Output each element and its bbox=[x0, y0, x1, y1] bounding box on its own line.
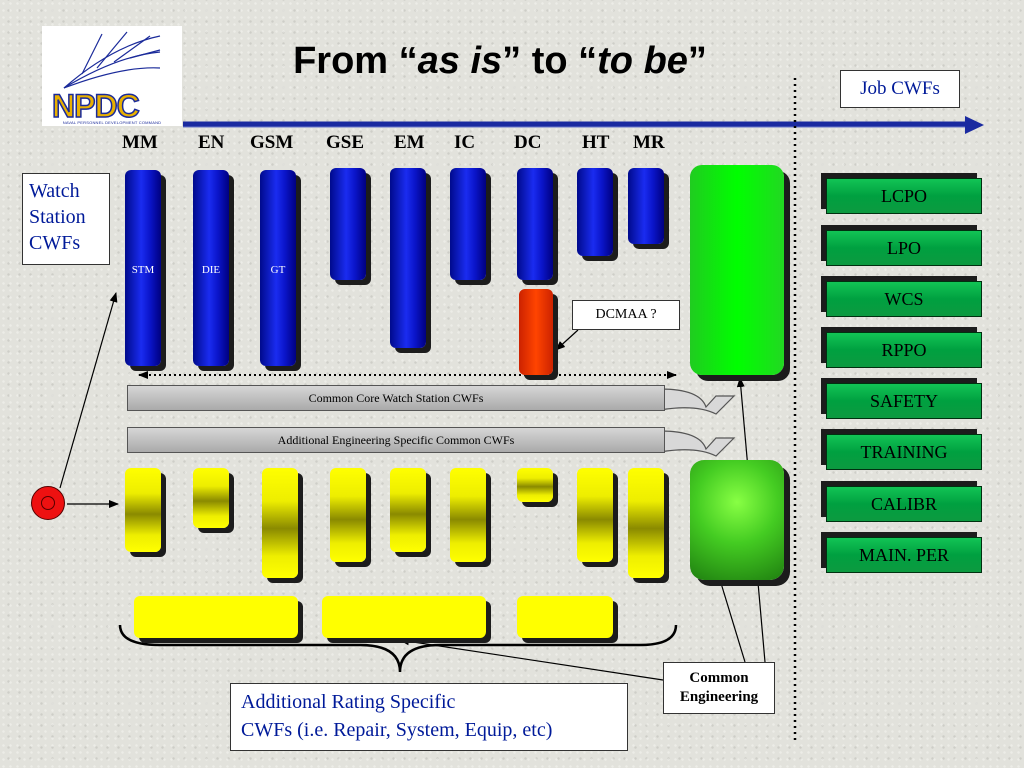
job-cwfs-label: Job CWFs bbox=[840, 70, 960, 108]
gsm-column bbox=[260, 170, 296, 366]
common-engineering-line: Common bbox=[689, 670, 749, 686]
title-as-is: as is bbox=[417, 40, 503, 82]
ht-column bbox=[577, 168, 613, 256]
dc-column bbox=[517, 168, 553, 280]
common-engineering-label: Common Engineering bbox=[663, 662, 775, 714]
start-circle-inner bbox=[41, 496, 55, 510]
logo-text: NPDC bbox=[51, 87, 140, 125]
additional-rating-label: Additional Rating Specific CWFs (i.e. Re… bbox=[230, 683, 628, 751]
watch-station-line: Watch bbox=[29, 180, 80, 202]
gse-rating-block bbox=[330, 468, 366, 562]
en-column bbox=[193, 170, 229, 366]
rating-specific-block bbox=[134, 596, 298, 638]
mm-bar-label: STM bbox=[131, 264, 155, 276]
en-bar-label: DIE bbox=[201, 264, 221, 276]
page-title: From “as is” to “to be” bbox=[230, 40, 770, 83]
rating-label-ic: IC bbox=[454, 132, 476, 153]
rating-label-em: EM bbox=[394, 132, 425, 153]
rating-specific-block bbox=[322, 596, 486, 638]
additional-rating-line: CWFs (i.e. Repair, System, Equip, etc) bbox=[241, 719, 553, 741]
job-cwf-wcs: WCS bbox=[826, 281, 982, 317]
job-cwf-main-per: MAIN. PER bbox=[826, 537, 982, 573]
watch-station-line: Station bbox=[29, 206, 86, 228]
title-to-be: to be bbox=[597, 40, 688, 82]
gsm-bar-label: GT bbox=[270, 264, 286, 276]
dc-rating-block bbox=[517, 468, 553, 502]
rating-label-dc: DC bbox=[514, 132, 542, 153]
job-cwf-lpo: LPO bbox=[826, 230, 982, 266]
em-column bbox=[390, 168, 426, 348]
mm-column bbox=[125, 170, 161, 366]
em-rating-block bbox=[390, 468, 426, 552]
dcmaa-label: DCMAA ? bbox=[572, 300, 680, 330]
job-cwf-training: TRAINING bbox=[826, 434, 982, 470]
en-rating-block bbox=[193, 468, 229, 528]
ic-rating-block bbox=[450, 468, 486, 562]
common-core-bar: Common Core Watch Station CWFs bbox=[127, 385, 665, 411]
rating-label-gse: GSE bbox=[326, 132, 365, 153]
rating-label-en: EN bbox=[198, 132, 225, 153]
gsm-rating-block bbox=[262, 468, 298, 578]
mm-rating-block bbox=[125, 468, 161, 552]
job-cwf-rppo: RPPO bbox=[826, 332, 982, 368]
title-from: From “ bbox=[293, 40, 418, 82]
rating-brace bbox=[118, 624, 678, 673]
watch-station-line: CWFs bbox=[29, 232, 81, 254]
common-engineering-block bbox=[690, 165, 784, 375]
rating-label-gsm: GSM bbox=[250, 132, 294, 153]
mr-column bbox=[628, 168, 664, 244]
ic-column bbox=[450, 168, 486, 280]
gse-column bbox=[330, 168, 366, 280]
title-end: ” bbox=[687, 40, 707, 82]
npdc-logo: NPDC NAVAL PERSONNEL DEVELOPMENT COMMAND bbox=[42, 26, 182, 126]
ht-rating-block bbox=[577, 468, 613, 562]
job-cwf-calibr: CALIBR bbox=[826, 486, 982, 522]
rating-label-mr: MR bbox=[633, 132, 665, 153]
job-cwf-lcpo: LCPO bbox=[826, 178, 982, 214]
job-cwf-safety: SAFETY bbox=[826, 383, 982, 419]
title-mid: ” to “ bbox=[502, 40, 598, 82]
rating-specific-block bbox=[517, 596, 613, 638]
mr-rating-block bbox=[628, 468, 664, 578]
common-engineering-line: Engineering bbox=[679, 689, 759, 705]
rating-label-mm: MM bbox=[122, 132, 158, 153]
dcmaa-column bbox=[519, 289, 553, 375]
watch-station-label: Watch Station CWFs bbox=[22, 173, 110, 265]
rating-label-ht: HT bbox=[582, 132, 610, 153]
common-engineering-lower-block bbox=[690, 460, 784, 580]
additional-engineering-bar: Additional Engineering Specific Common C… bbox=[127, 427, 665, 453]
additional-rating-line: Additional Rating Specific bbox=[241, 691, 456, 713]
logo-arc-graphic bbox=[63, 31, 161, 89]
logo-subtext: NAVAL PERSONNEL DEVELOPMENT COMMAND bbox=[62, 120, 162, 125]
